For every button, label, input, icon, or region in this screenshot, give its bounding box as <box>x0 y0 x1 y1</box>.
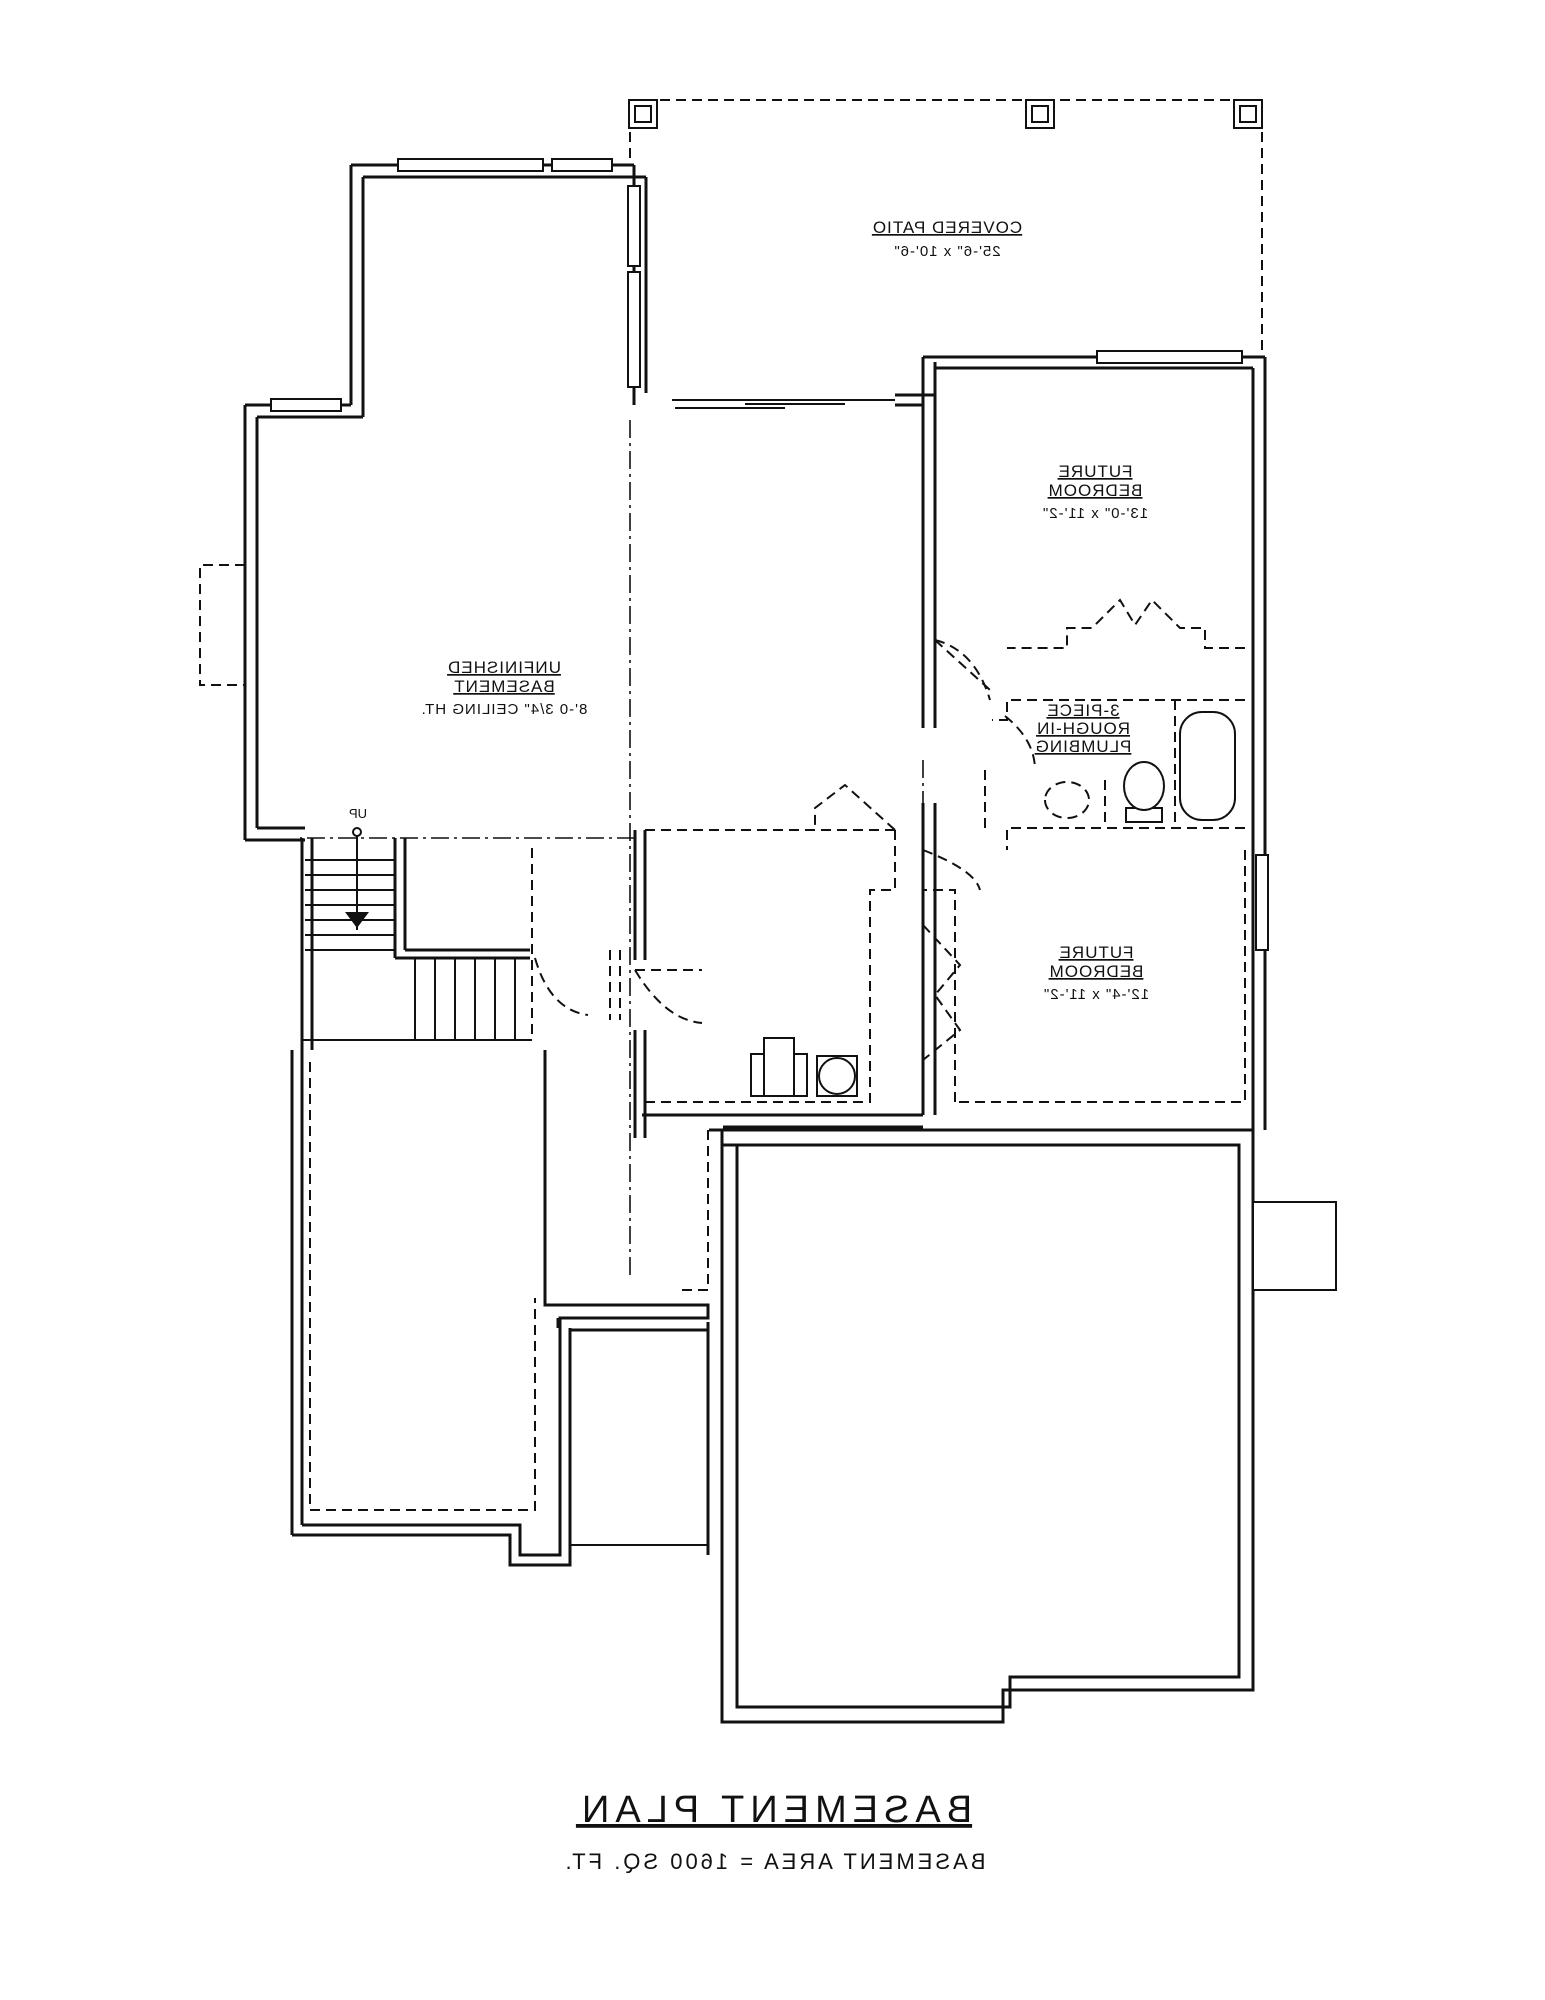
plumbing-line-2: ROUGH-IN <box>1036 719 1130 738</box>
bedroom2-door-swing <box>922 849 981 891</box>
bathtub <box>1179 711 1236 821</box>
bathroom-rough-in <box>934 598 1245 850</box>
bedroom-partition <box>921 362 937 728</box>
partition-stub <box>921 630 937 690</box>
plan-area: BASEMENT AREA = 1600 SQ. FT. <box>563 1849 986 1874</box>
bedroom-lower-exterior <box>1251 965 1267 1130</box>
closet-bifold <box>1007 598 1245 649</box>
crawl-top-wall <box>642 1113 923 1129</box>
stair-inner-wall <box>393 838 407 958</box>
stair-arrow-head <box>345 912 369 928</box>
crawlspace <box>642 965 1337 1724</box>
utility-partition-lower <box>633 1030 647 1138</box>
stair-arrow-start <box>352 827 362 837</box>
bath-top-dashed <box>992 699 1245 721</box>
bedroom-2 <box>922 849 1246 1103</box>
mech-door <box>814 783 896 831</box>
window <box>627 185 641 267</box>
guide-lines <box>300 420 924 1280</box>
stair <box>300 827 621 1050</box>
bedroom1-name-1: FUTURE <box>1058 462 1133 481</box>
water-heater <box>818 1057 856 1095</box>
bedroom-side-wall <box>921 357 937 405</box>
toilet-bowl <box>1123 761 1165 811</box>
patio-dim: 25'-6" x 10'-6" <box>893 243 1000 260</box>
stair-up-label: UP <box>349 806 367 821</box>
patio-post-inner <box>634 105 652 123</box>
exterior-walls-upper <box>199 158 1269 965</box>
bedroom1-dim: 13'-0" x 11'-2" <box>1042 505 1148 522</box>
window-well <box>199 564 245 686</box>
storage-area <box>290 1050 710 1567</box>
window <box>551 158 613 172</box>
bedroom2-name-2: BEDROOM <box>1049 962 1144 981</box>
mirrored-drawing <box>199 99 1337 1724</box>
stair-landing-wall <box>395 948 530 960</box>
window <box>1255 854 1269 951</box>
patio-post <box>1233 99 1263 129</box>
left-lower-step-wall <box>245 826 305 842</box>
bath-door-swing <box>1004 715 1036 771</box>
plumbing-line-1: 3-PIECE <box>1046 701 1119 720</box>
furnace-unit <box>763 1037 795 1097</box>
crawl-outer <box>709 1128 1255 1724</box>
basement-dim: 8'-0 3/4" CEILING HT. <box>421 701 588 718</box>
storage-dashed <box>309 1062 536 1511</box>
bedroom2-name-1: FUTURE <box>1059 943 1134 962</box>
basement-name-1: UNFINISHED <box>447 658 561 677</box>
patio-outline <box>629 99 1263 355</box>
window <box>627 271 641 388</box>
mechanical-room <box>634 783 896 1103</box>
patio-post-inner <box>1031 105 1049 123</box>
sliding-patio-door <box>672 399 895 409</box>
covered-patio <box>628 99 1263 355</box>
stair-outer-wall <box>300 838 314 1050</box>
patio-name: COVERED PATIO <box>872 218 1022 237</box>
bedroom-door-swing <box>934 639 991 701</box>
window <box>397 158 544 172</box>
plumbing-line-3: PLUMBING <box>1035 737 1132 756</box>
mech-dashed <box>645 829 896 1103</box>
sink <box>1044 781 1090 819</box>
storage-door <box>534 957 589 1016</box>
labels: COVERED PATIO 25'-6" x 10'-6" FUTURE BED… <box>349 218 1149 1874</box>
basement-name-2: BASEMENT <box>453 677 555 696</box>
crawl-bump-out <box>1252 1201 1337 1291</box>
interior-walls <box>633 362 937 1138</box>
utility-partition <box>633 830 647 960</box>
left-exterior-wall <box>243 405 259 840</box>
storage-outer-wall <box>290 1050 304 1535</box>
stair-treads-lower <box>414 958 516 1040</box>
mech-door-swing <box>634 969 703 1024</box>
stair-treads <box>305 859 395 951</box>
storage-dashed-2 <box>680 1130 709 1291</box>
bedroom2-closet <box>922 924 962 1061</box>
patio-post-inner <box>1239 105 1257 123</box>
bath-bottom-dashed <box>1006 827 1245 850</box>
crawl-inner <box>723 1143 1241 1709</box>
bedroom2-dashed <box>955 850 1246 1103</box>
window <box>1096 350 1243 364</box>
bedroom2-dim: 12'-4" x 11'-2" <box>1043 986 1149 1003</box>
patio-door-wall <box>895 393 935 407</box>
window <box>270 398 342 412</box>
storage-jamb <box>609 950 621 1020</box>
plan-title: BASEMENT PLAN <box>576 1789 972 1831</box>
bedroom2-right-dashed <box>923 889 956 1102</box>
bedroom1-name-2: BEDROOM <box>1048 481 1143 500</box>
storage-closet <box>556 1318 572 1560</box>
bedroom-door-leaf <box>934 639 991 691</box>
storage-closet-top <box>570 1322 710 1555</box>
bump-left-wall <box>349 165 365 417</box>
